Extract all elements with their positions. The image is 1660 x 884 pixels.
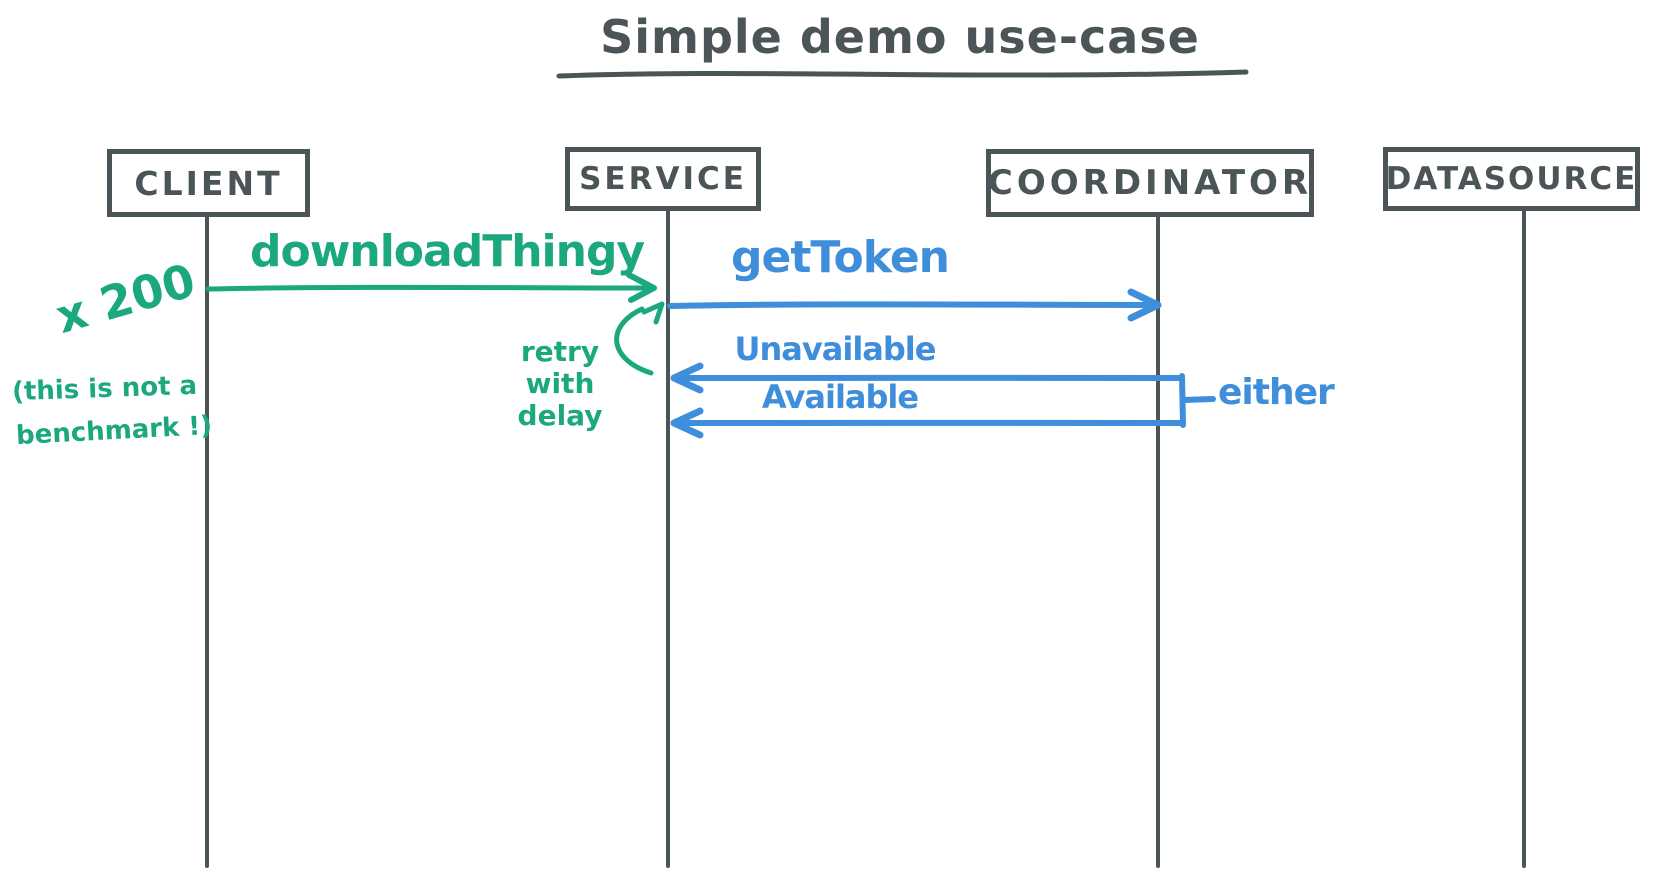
arrowhead-available — [670, 407, 704, 439]
actor-label-coordinator: COORDINATOR — [987, 163, 1313, 203]
title-underline — [556, 69, 1249, 79]
message-label-unavailable: Unavailable — [734, 330, 937, 368]
arrowhead-get-token — [1127, 288, 1162, 322]
arrow-download-thingy — [205, 284, 651, 292]
actor-label-datasource: DATASOURCE — [1385, 161, 1638, 197]
message-label-download-thingy: downloadThingy — [250, 226, 645, 277]
arrow-unavailable — [677, 374, 1185, 382]
arrow-get-token — [667, 301, 1153, 309]
retry-curve-arrow — [614, 306, 654, 376]
annotation-either: either — [1218, 372, 1335, 413]
annotation-retry-note: retry with delay — [505, 336, 615, 432]
message-label-get-token: getToken — [730, 232, 950, 283]
retry-note-line1: retry — [520, 335, 600, 368]
message-label-available: Available — [761, 378, 919, 416]
arrowhead-unavailable — [670, 362, 704, 394]
retry-note-line2: with — [525, 367, 595, 400]
diagram-title: Simple demo use-case — [600, 10, 1200, 64]
actor-box-coordinator: COORDINATOR — [986, 149, 1314, 217]
arrowhead-download-thingy — [626, 272, 657, 303]
actor-box-service: SERVICE — [565, 147, 761, 211]
either-bracket — [1179, 373, 1216, 428]
actor-label-service: SERVICE — [579, 161, 747, 197]
actor-label-client: CLIENT — [134, 163, 283, 203]
arrow-available — [677, 419, 1185, 427]
retry-note-line3: delay — [517, 399, 603, 432]
actor-box-client: CLIENT — [107, 149, 310, 217]
actor-box-datasource: DATASOURCE — [1383, 147, 1640, 211]
arrowhead-retry — [641, 301, 665, 325]
